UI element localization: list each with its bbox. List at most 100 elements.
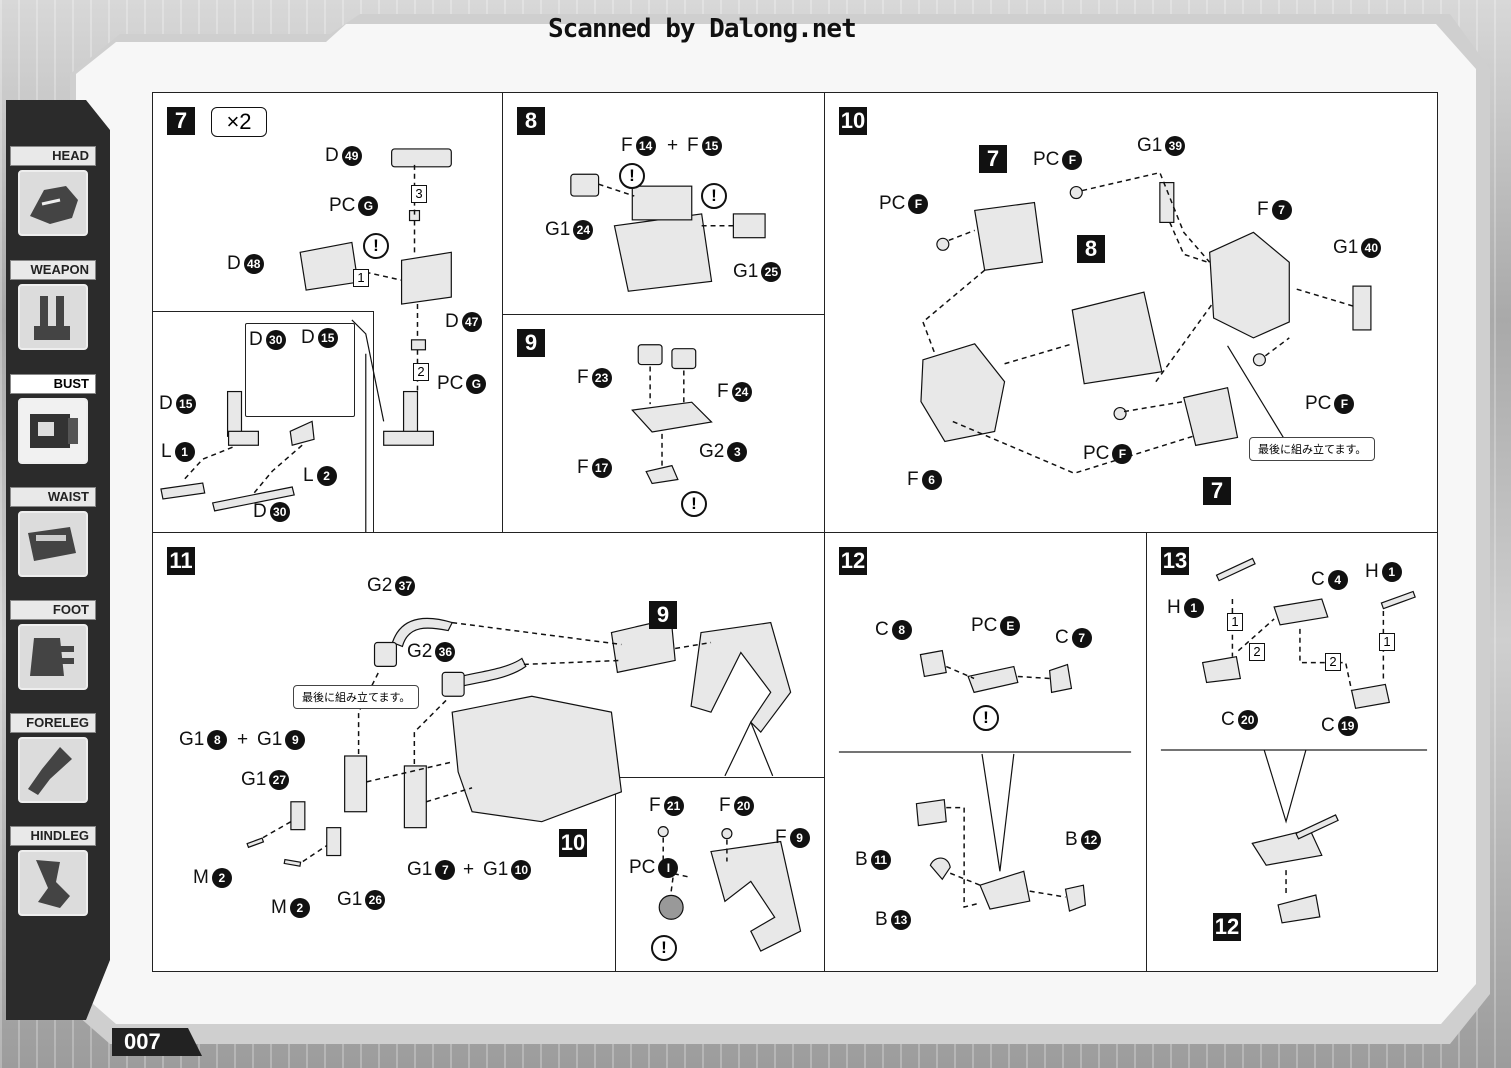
part-code: G1: [241, 769, 267, 790]
part-code: C: [1221, 709, 1235, 730]
part-code: D: [159, 393, 173, 414]
part-code: PC: [329, 195, 356, 216]
part-code: F: [775, 827, 787, 848]
part-code: G2: [367, 575, 393, 596]
step-box: 1: [1227, 613, 1243, 631]
caution-icon: !: [619, 163, 645, 189]
part-code: M: [271, 897, 287, 918]
part-code: B: [855, 849, 868, 870]
part-number: 9: [789, 828, 810, 848]
part-code: F: [577, 367, 589, 388]
part-code: C: [1321, 715, 1335, 736]
part-code: H: [1365, 561, 1379, 582]
part-code: F: [907, 469, 919, 490]
assembly-note: 最後に組み立てます。: [1249, 437, 1376, 461]
part-number: F: [1112, 444, 1133, 464]
step-box: 2: [1249, 643, 1265, 661]
part-number: 48: [243, 254, 264, 274]
part-number: 12: [1080, 830, 1101, 850]
sidebar-item-bust[interactable]: BUST: [10, 374, 96, 478]
part-number: F: [1334, 394, 1355, 414]
part-number: 49: [341, 146, 362, 166]
part-number: 20: [733, 796, 754, 816]
ref-step: 7: [979, 145, 1007, 173]
part-code: F: [577, 457, 589, 478]
part-number: 1: [1183, 598, 1204, 618]
part-number: 30: [265, 330, 286, 350]
part-code: PC: [1305, 393, 1332, 414]
step-number: 11: [167, 547, 195, 575]
caution-icon: !: [681, 491, 707, 517]
step-box: 1: [1379, 633, 1395, 651]
sidebar-item-label: HINDLEG: [10, 826, 96, 846]
foreleg-icon: [18, 737, 88, 803]
part-number: 14: [635, 136, 656, 156]
part-number: 10: [511, 860, 532, 880]
part-number: 4: [1327, 570, 1348, 590]
part-number: 8: [207, 730, 228, 750]
step-7-diagram: [160, 148, 452, 533]
part-code: PC: [879, 193, 906, 214]
part-number: 3: [727, 442, 748, 462]
sidebar-item-head[interactable]: HEAD: [10, 146, 96, 250]
part-number: 7: [1071, 628, 1092, 648]
part-code: G2: [407, 641, 433, 662]
part-number: 7: [435, 860, 456, 880]
part-number: 19: [1337, 716, 1358, 736]
part-code: C: [1311, 569, 1325, 590]
part-number: 37: [395, 576, 416, 596]
sidebar-item-hindleg[interactable]: HINDLEG: [10, 826, 96, 930]
part-code: F: [621, 135, 633, 156]
step-box: 2: [1325, 653, 1341, 671]
part-number: 7: [1271, 200, 1292, 220]
part-code: M: [193, 867, 209, 888]
plus-sign: +: [667, 135, 679, 156]
sidebar-item-foreleg[interactable]: FORELEG: [10, 713, 96, 817]
sidebar-item-waist[interactable]: WAIST: [10, 487, 96, 591]
part-number: 15: [701, 136, 722, 156]
part-number: 27: [269, 770, 290, 790]
part-number: 1: [1381, 562, 1402, 582]
ref-step: 10: [559, 829, 587, 857]
sidebar-item-label: BUST: [10, 374, 96, 394]
part-number: 8: [891, 620, 912, 640]
part-number: 25: [761, 262, 782, 282]
part-code: L: [161, 441, 172, 462]
step-number: 7: [167, 107, 195, 135]
sidebar-item-foot[interactable]: FOOT: [10, 600, 96, 704]
part-code: F: [1257, 199, 1269, 220]
part-number: E: [1000, 616, 1021, 636]
step-number: 10: [839, 107, 867, 135]
assembly-note: 最後に組み立てます。: [293, 685, 420, 709]
step-10-diagram: [920, 171, 1372, 475]
sidebar-item-weapon[interactable]: WEAPON: [10, 260, 96, 364]
part-number: 23: [591, 368, 612, 388]
part-number: 2: [211, 868, 232, 888]
